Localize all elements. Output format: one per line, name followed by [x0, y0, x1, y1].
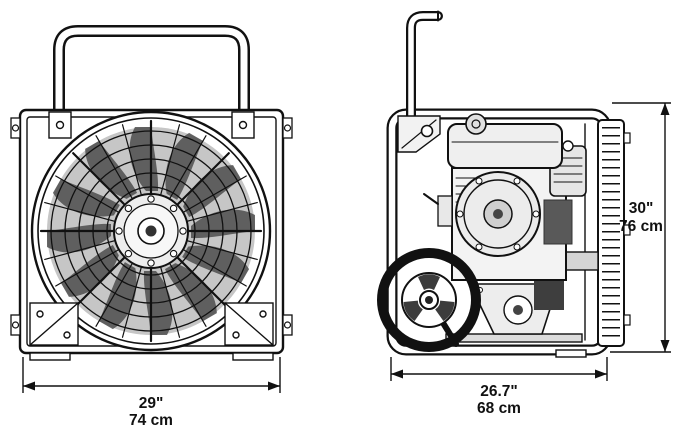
dimension-front-width: 29" 74 cm: [22, 357, 281, 429]
handle-pivot-bracket: [397, 115, 441, 153]
throttle-control: [437, 195, 453, 227]
dim-front-width-cm: 74 cm: [129, 412, 173, 429]
fuel-tank: [447, 123, 563, 169]
dim-side-depth-cm: 68 cm: [477, 400, 521, 417]
engine: [423, 113, 599, 343]
dimension-height: 30" 76 cm: [610, 102, 671, 353]
wheel: [377, 248, 481, 352]
corner-brackets: [29, 302, 274, 346]
arrowhead-bottom: [660, 340, 670, 352]
arrowhead-right: [595, 369, 607, 379]
arrowhead-top: [660, 103, 670, 115]
front-view: [10, 25, 293, 361]
arrowhead-left: [23, 381, 35, 391]
side-handle: [406, 10, 443, 121]
recoil-starter: [455, 171, 541, 257]
dim-front-width-inches: 29": [139, 395, 164, 412]
front-handle: [53, 25, 250, 124]
fan-hub: [113, 193, 189, 269]
front-feet: [29, 352, 274, 361]
arrowhead-left: [391, 369, 403, 379]
fuel-cap: [465, 113, 487, 135]
arrowhead-right: [268, 381, 280, 391]
side-foot: [555, 349, 587, 358]
drive-shaft: [561, 251, 599, 271]
handle-brackets: [48, 111, 255, 139]
dimension-side-depth: 26.7" 68 cm: [390, 357, 608, 417]
side-view: [377, 10, 631, 358]
hub-bolts: [115, 195, 187, 267]
tire: [377, 248, 481, 352]
dim-height-inches: 30": [629, 200, 654, 217]
guard-edge: [597, 119, 631, 347]
rim-cutouts: [403, 274, 455, 322]
dim-height-cm: 76 cm: [619, 218, 663, 235]
dim-side-depth-inches: 26.7": [480, 383, 518, 400]
carburetor: [543, 199, 573, 245]
fan-guard: [39, 119, 263, 343]
